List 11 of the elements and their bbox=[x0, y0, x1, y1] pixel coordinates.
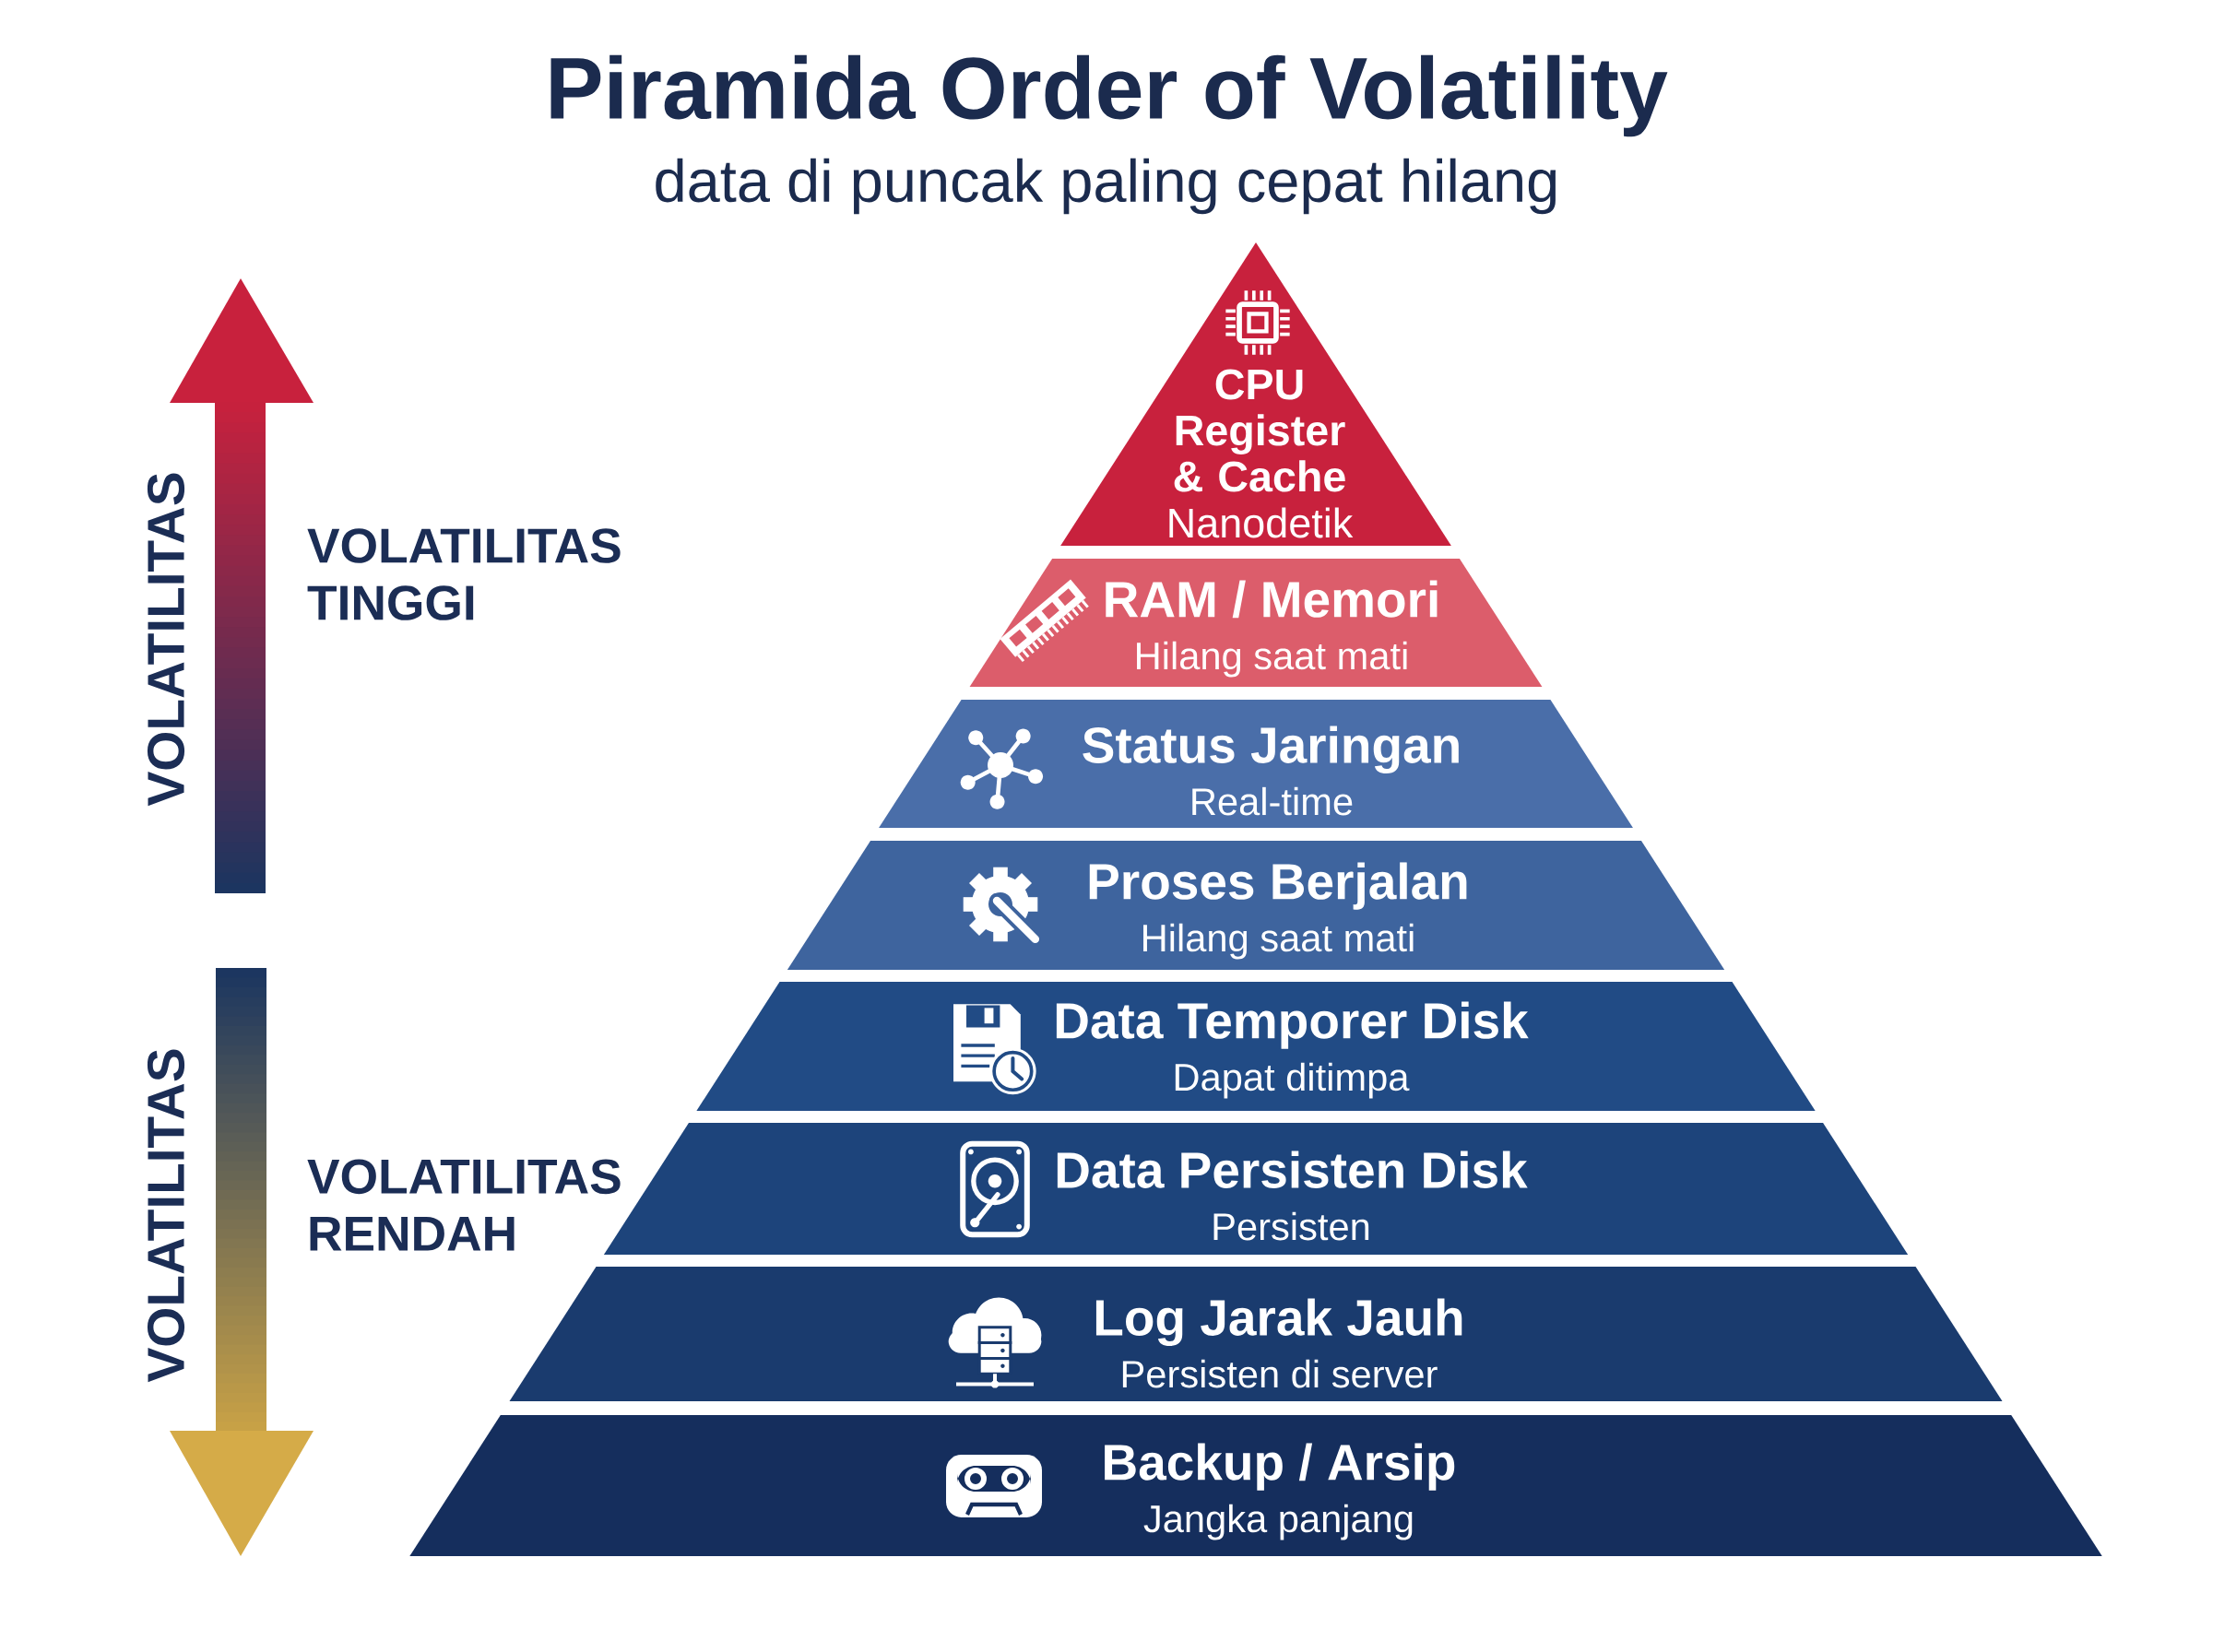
pyramid-tier: RAM / Memori Hilang saat mati bbox=[969, 559, 1543, 687]
pyramid-tier: Log Jarak Jauh Persisten di server bbox=[509, 1267, 2003, 1401]
side-label: VOLATILITAS TINGGI bbox=[307, 528, 621, 620]
pyramid-tier: Data Temporer Disk Dapat ditimpa bbox=[696, 982, 1816, 1111]
pyramid-tier: Proses Berjalan Hilang saat mati bbox=[787, 841, 1725, 970]
pyramid-tier: Backup / Arsip Jangka panjang bbox=[409, 1415, 2102, 1556]
title: Piramida Order of Volatility bbox=[550, 54, 1668, 137]
pyramid-tier: CPU Register & Cache Nanodetik bbox=[1060, 242, 1451, 546]
vertical-label: VOLATILITAS bbox=[147, 1049, 185, 1383]
vertical-label: VOLATILITAS bbox=[147, 473, 185, 807]
pyramid-tier: Status Jaringan Real-time bbox=[879, 700, 1633, 828]
